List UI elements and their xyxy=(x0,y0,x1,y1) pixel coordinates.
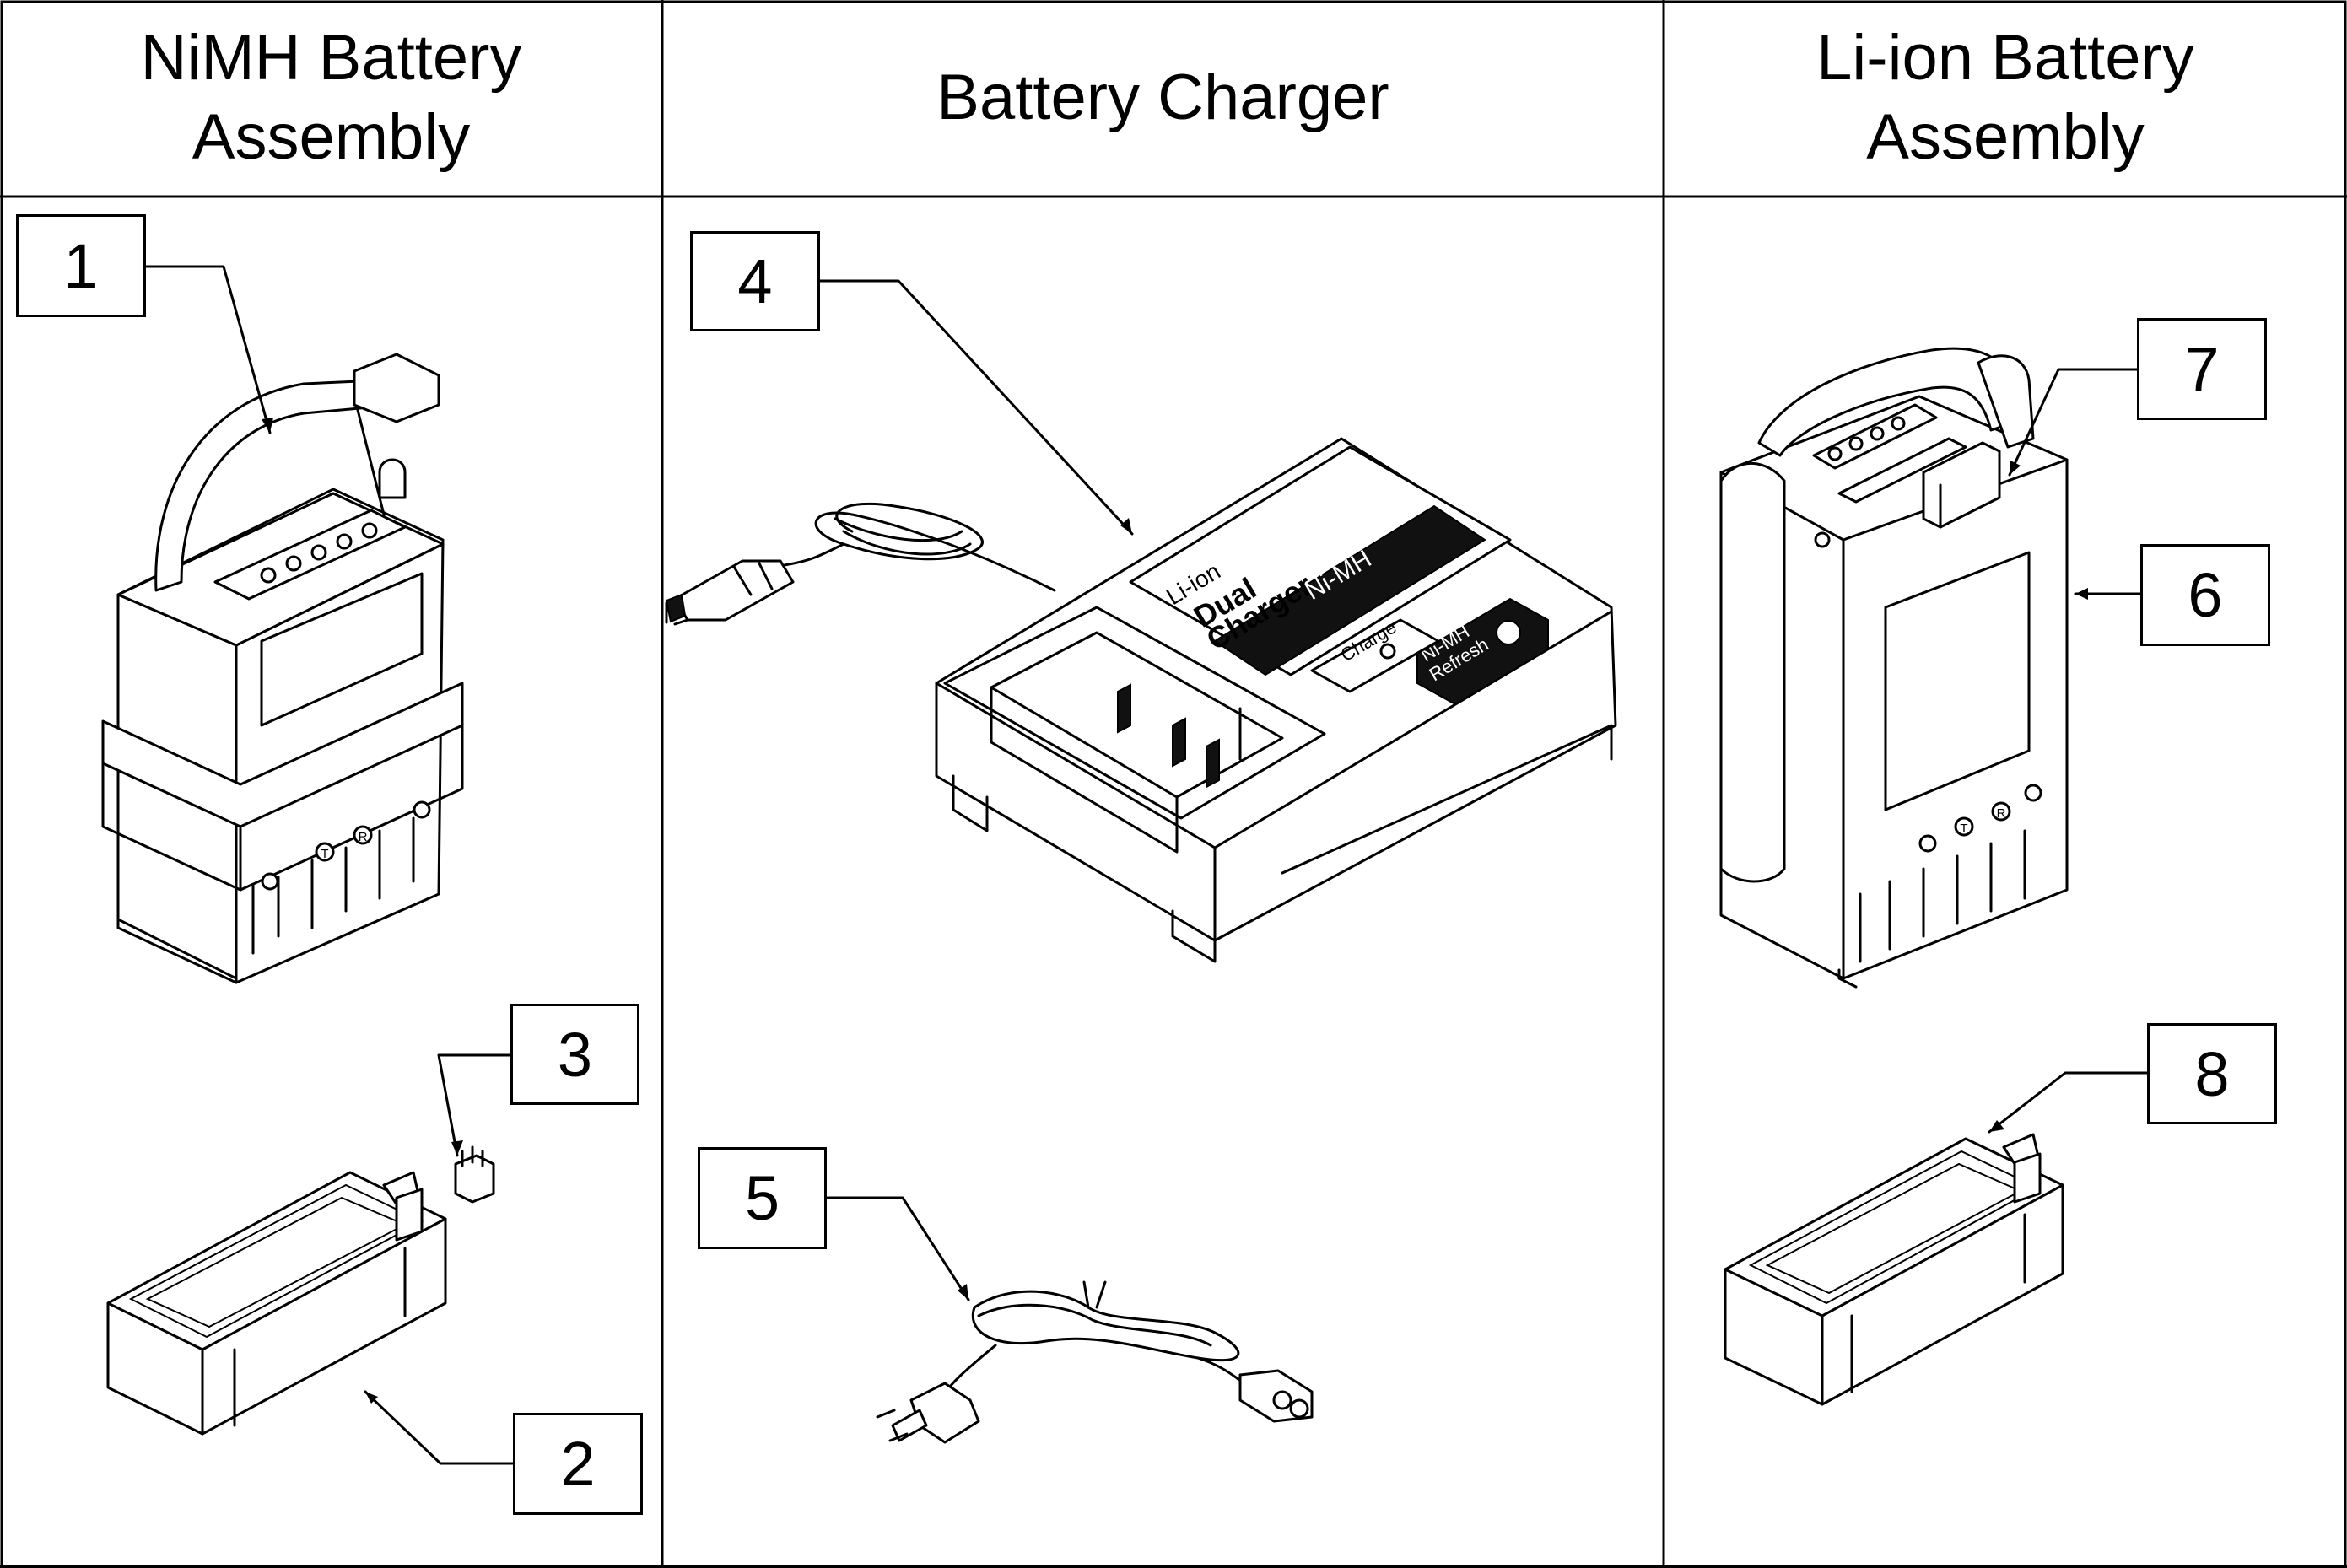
callout-5: 5 xyxy=(698,1147,827,1249)
callout-6: 6 xyxy=(2140,544,2270,646)
liion-terminal-mark-r: R xyxy=(1997,806,2006,821)
terminal-mark-r: R xyxy=(359,830,368,844)
leader-lines xyxy=(144,265,2149,1465)
nimh-tray xyxy=(106,1171,447,1436)
callout-2: 2 xyxy=(513,1413,643,1515)
terminal-mark-t: T xyxy=(321,847,328,861)
liion-battery: T R xyxy=(1719,347,2069,989)
header-li-ion-battery-assembly: Li-ion Battery Assembly xyxy=(1816,22,2194,173)
callout-8: 8 xyxy=(2147,1023,2277,1124)
battery-charger: Ni-MH Li-ion Dual Charger Ni-MH Refresh … xyxy=(665,437,1617,963)
callout-3: 3 xyxy=(510,1004,639,1105)
header-nimh-battery-assembly: NiMH Battery Assembly xyxy=(140,22,522,173)
callout-1: 1 xyxy=(16,214,146,317)
liion-terminal-mark-t: T xyxy=(1960,822,1967,836)
header-battery-charger: Battery Charger xyxy=(936,62,1389,133)
ac-power-cord xyxy=(876,1280,1314,1444)
callout-4: 4 xyxy=(690,231,820,331)
nimh-battery: T R xyxy=(101,353,464,984)
callout-7: 7 xyxy=(2137,318,2267,420)
nimh-jumper xyxy=(454,1145,495,1204)
liion-tray xyxy=(1724,1133,2064,1406)
